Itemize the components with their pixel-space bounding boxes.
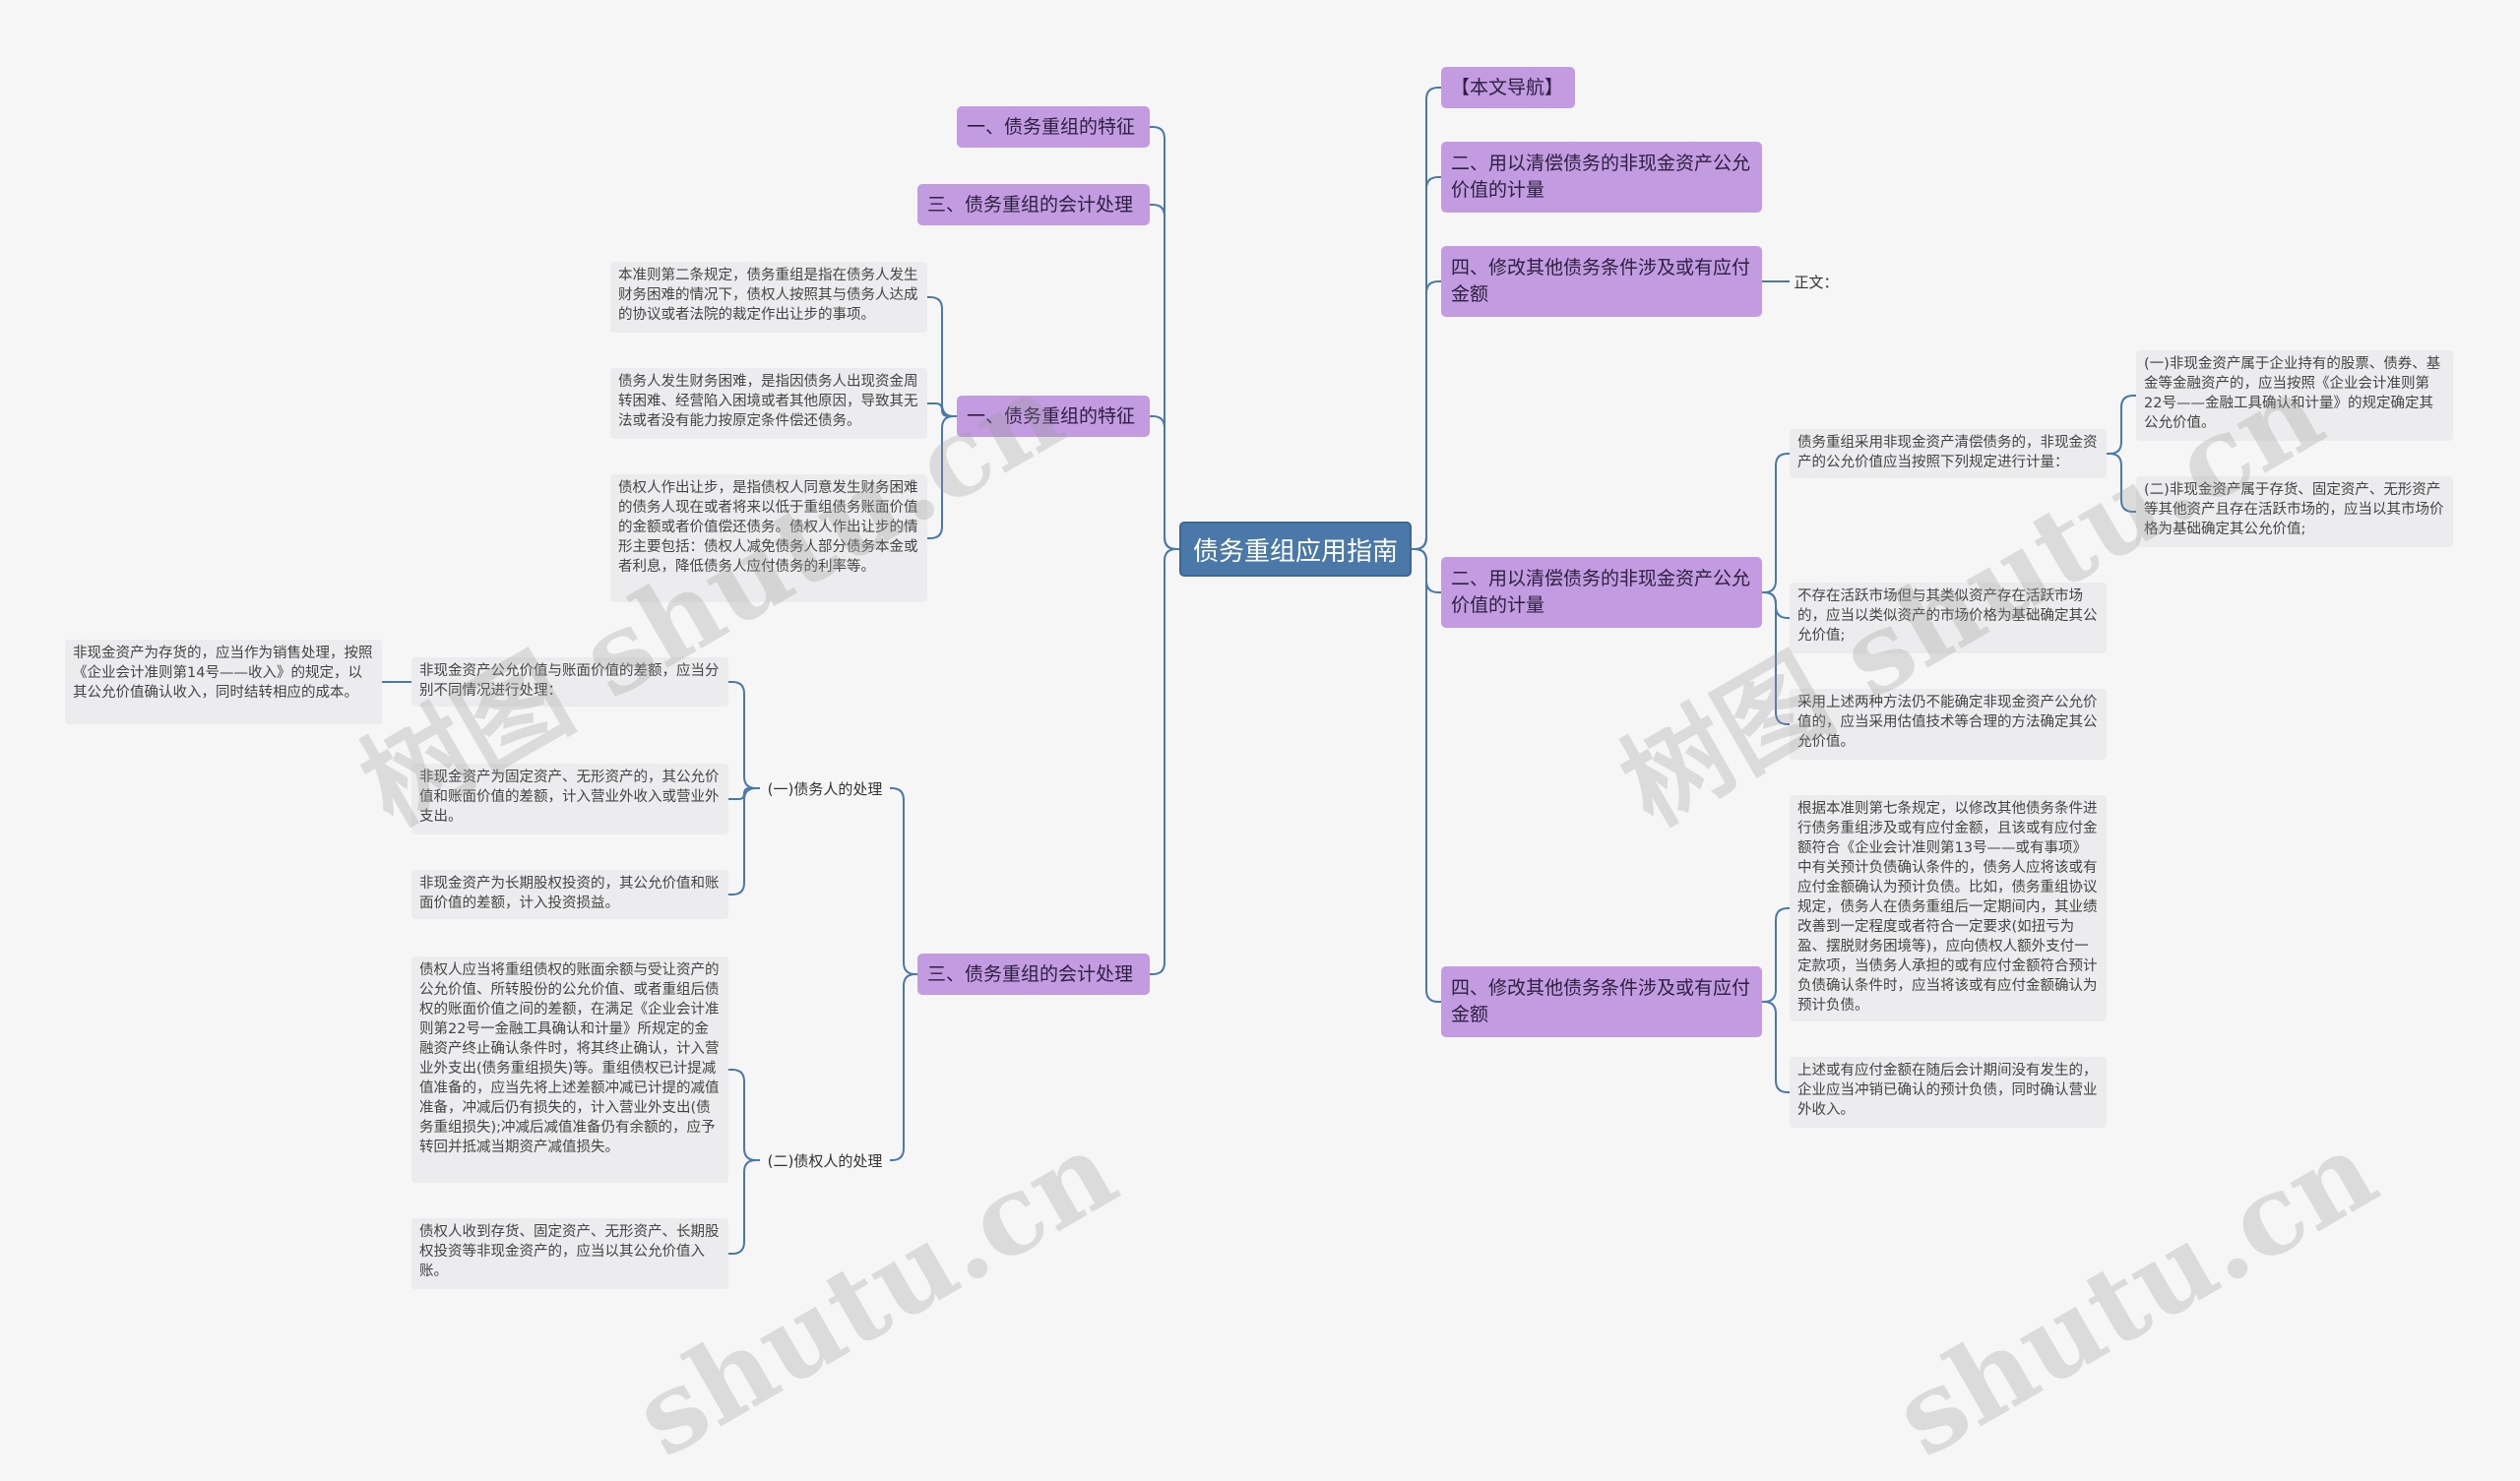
branch-contingent-payable-top[interactable]: 四、修改其他债务条件涉及或有应付金额 — [1441, 246, 1762, 317]
connector — [1762, 453, 1790, 593]
connector — [1412, 280, 1441, 550]
branch-fair-value-measurement-top[interactable]: 二、用以清偿债务的非现金资产公允价值的计量 — [1441, 142, 1762, 213]
leaf-creditor-loss: 债权人应当将重组债权的账面余额与受让资产的公允价值、所转股份的公允价值、或者重组… — [411, 956, 728, 1183]
branch-fair-value-measurement[interactable]: 二、用以清偿债务的非现金资产公允价值的计量 — [1441, 557, 1762, 628]
connector — [1762, 907, 1790, 1003]
sub-branch-debtor[interactable]: (一)债务人的处理 — [767, 779, 883, 798]
leaf-main-text: 正文： — [1794, 273, 1839, 291]
connector — [1412, 548, 1441, 1003]
leaf-financial-difficulty: 债务人发生财务困难，是指因债务人出现资金周转困难、经营陷入困境或者其他原因，导致… — [610, 368, 927, 439]
leaf-measurement-rules: 债务重组采用非现金资产清偿债务的，非现金资产的公允价值应当按照下列规定进行计量： — [1790, 429, 2107, 478]
connector — [1150, 415, 1179, 550]
leaf-other-assets-active-market: (二)非现金资产属于存货、固定资产、无形资产等其他资产且存在活跃市场的，应当以其… — [2136, 476, 2453, 547]
leaf-financial-assets: (一)非现金资产属于企业持有的股票、债券、基金等金融资产的，应当按照《企业会计准… — [2136, 350, 2453, 441]
branch-debt-restructuring-features-top[interactable]: 一、债务重组的特征 — [957, 106, 1150, 148]
connector — [927, 296, 957, 417]
connector — [728, 1069, 760, 1161]
leaf-reversal-income: 上述或有应付金额在随后会计期间没有发生的，企业应当冲销已确认的预计负债，同时确认… — [1790, 1057, 2107, 1128]
connector — [728, 681, 760, 789]
leaf-similar-assets: 不存在活跃市场但与其类似资产存在活跃市场的，应当以类似资产的市场价格为基础确定其… — [1790, 583, 2107, 653]
branch-accounting-treatment[interactable]: 三、债务重组的会计处理 — [917, 954, 1150, 995]
leaf-creditor-non-cash-assets: 债权人收到存货、固定资产、无形资产、长期股权投资等非现金资产的，应当以其公允价值… — [411, 1218, 728, 1289]
leaf-fixed-intangible-assets: 非现金资产为固定资产、无形资产的，其公允价值和账面价值的差额，计入营业外收入或营… — [411, 764, 728, 834]
leaf-inventory-as-sale: 非现金资产为存货的，应当作为销售处理，按照《企业会计准则第14号——收入》的规定… — [65, 640, 382, 724]
connector-lines — [382, 87, 2136, 1255]
central-topic[interactable]: 债务重组应用指南 — [1179, 522, 1412, 577]
leaf-valuation-technique: 采用上述两种方法仍不能确定非现金资产公允价值的，应当采用估值技术等合理的方法确定… — [1790, 689, 2107, 760]
connector — [1762, 1001, 1790, 1093]
connector — [890, 787, 917, 975]
connector — [728, 1159, 760, 1255]
branch-accounting-treatment-top[interactable]: 三、债务重组的会计处理 — [917, 184, 1150, 225]
connector — [2107, 453, 2136, 513]
branch-debt-restructuring-features[interactable]: 一、债务重组的特征 — [957, 396, 1150, 437]
sub-branch-creditor[interactable]: (二)债权人的处理 — [767, 1151, 883, 1170]
connector — [890, 973, 917, 1161]
connector — [2107, 395, 2136, 455]
leaf-difference-handling: 非现金资产公允价值与账面价值的差额，应当分别不同情况进行处理： — [411, 657, 728, 707]
leaf-creditor-concession: 债权人作出让步，是指债权人同意发生财务困难的债务人现在或者将来以低于重组债务账面… — [610, 474, 927, 602]
branch-navigation[interactable]: 【本文导航】 — [1441, 67, 1575, 108]
leaf-contingent-liability: 根据本准则第七条规定，以修改其他债务条件进行债务重组涉及或有应付金额，且该或有应… — [1790, 795, 2107, 1021]
leaf-long-term-equity: 非现金资产为长期股权投资的，其公允价值和账面价值的差额，计入投资损益。 — [411, 870, 728, 919]
connector — [728, 787, 760, 800]
leaf-definition: 本准则第二条规定，债务重组是指在债务人发生财务困难的情况下，债权人按照其与债务人… — [610, 262, 927, 333]
connector — [1150, 548, 1179, 975]
connector — [927, 402, 957, 417]
connector — [1762, 591, 1790, 725]
branch-contingent-payable[interactable]: 四、修改其他债务条件涉及或有应付金额 — [1441, 966, 1762, 1037]
connector — [728, 787, 760, 895]
connector — [927, 415, 957, 539]
